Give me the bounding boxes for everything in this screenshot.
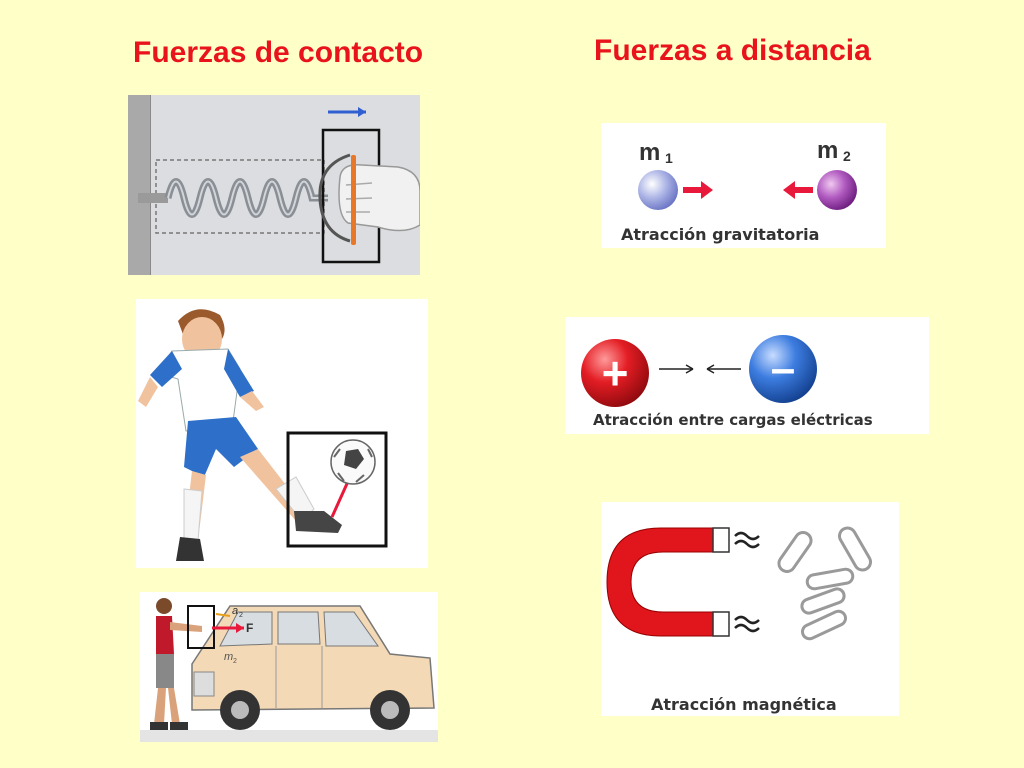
arrow-right-icon [685, 364, 694, 374]
heading-distance-forces: Fuerzas a distancia [594, 34, 871, 67]
gravitational-attraction-image: m 1 m 2 Atracción gravitatoria [601, 123, 886, 248]
accel-label: a [232, 605, 238, 617]
mass2-label: m [817, 137, 838, 164]
force-label: F [246, 621, 253, 635]
mass1-sphere [638, 170, 678, 210]
heading-contact-forces: Fuerzas de contacto [133, 36, 424, 69]
mass-sub: 2 [233, 658, 237, 665]
spring-image [128, 95, 420, 275]
positive-charge [581, 339, 649, 407]
contact-box [286, 431, 388, 548]
mass1-label: m [639, 139, 660, 166]
horseshoe-magnet-icon [606, 527, 722, 637]
minus-sign: – [771, 344, 795, 393]
electric-attraction-image: + – Atracción entre cargas eléctricas [565, 317, 929, 434]
car-push-image: a 2 F m 2 [140, 592, 438, 742]
player-shorts [184, 417, 258, 477]
mass2-sub: 2 [843, 148, 851, 164]
negative-charge [749, 335, 817, 403]
accel-sub: 2 [239, 612, 243, 619]
field-wave-icon [734, 531, 760, 549]
mass-label: m [224, 651, 233, 663]
electric-caption: Atracción entre cargas eléctricas [593, 411, 873, 429]
kicker-image [136, 299, 428, 568]
magnetic-attraction-image: Atracción magnética [601, 502, 899, 716]
mass1-sub: 1 [665, 150, 673, 166]
magnetic-caption: Atracción magnética [651, 695, 837, 714]
paperclip-icon [777, 526, 872, 641]
arrow-right-icon [683, 181, 713, 199]
person-pushing [156, 616, 174, 654]
gravity-caption: Atracción gravitatoria [621, 225, 819, 244]
arrow-left-icon [706, 364, 715, 374]
arrow-left-icon [783, 181, 813, 199]
mass2-sphere [817, 170, 857, 210]
plus-sign: + [602, 347, 629, 399]
field-wave-icon [734, 615, 760, 633]
player-shoe-left [176, 537, 204, 561]
player-shoe-right [294, 511, 342, 533]
